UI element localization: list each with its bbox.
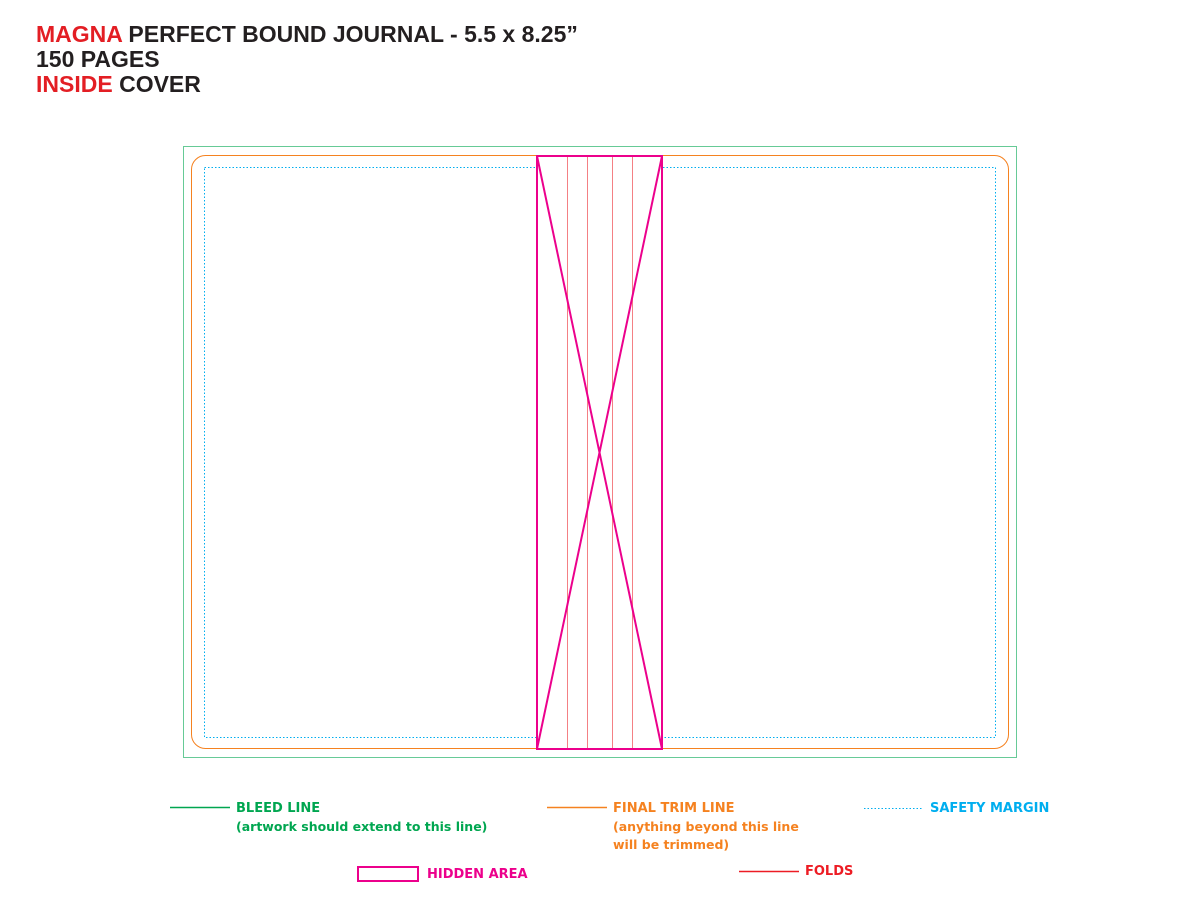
legend-bleed-label: BLEED LINE: [236, 801, 321, 816]
title-line-side: INSIDE COVER: [36, 72, 578, 97]
legend-hidden: HIDDEN AREA: [427, 866, 528, 884]
legend-trim-note-2: will be trimmed): [613, 837, 730, 852]
hidden-area-cross-2: [536, 155, 663, 750]
legend-trim: FINAL TRIM LINE (anything beyond this li…: [613, 800, 799, 854]
page-count: 150 PAGES: [36, 46, 160, 72]
title-line-product: MAGNA PERFECT BOUND JOURNAL - 5.5 x 8.25…: [36, 22, 578, 47]
legend-trim-label: FINAL TRIM LINE: [613, 801, 735, 816]
cover-side-rest: COVER: [112, 71, 201, 97]
product-name: PERFECT BOUND JOURNAL - 5.5 x 8.25”: [122, 21, 578, 47]
cover-side-accent: INSIDE: [36, 71, 113, 97]
legend-safety-label: SAFETY MARGIN: [930, 801, 1050, 816]
hidden-area-box: [536, 155, 663, 750]
legend-hidden-label: HIDDEN AREA: [427, 867, 528, 882]
title-block: MAGNA PERFECT BOUND JOURNAL - 5.5 x 8.25…: [36, 22, 578, 97]
legend-safety: SAFETY MARGIN: [930, 800, 1049, 818]
bleed-line: [183, 146, 1017, 758]
legend-folds: FOLDS: [805, 863, 853, 881]
legend-bleed: BLEED LINE (artwork should extend to thi…: [236, 800, 487, 836]
legend-hidden-swatch: [357, 866, 419, 882]
legend-trim-note-1: (anything beyond this line: [613, 819, 799, 834]
legend-bleed-note: (artwork should extend to this line): [236, 819, 488, 834]
brand-name: MAGNA: [36, 21, 123, 47]
legend-folds-label: FOLDS: [805, 864, 854, 879]
